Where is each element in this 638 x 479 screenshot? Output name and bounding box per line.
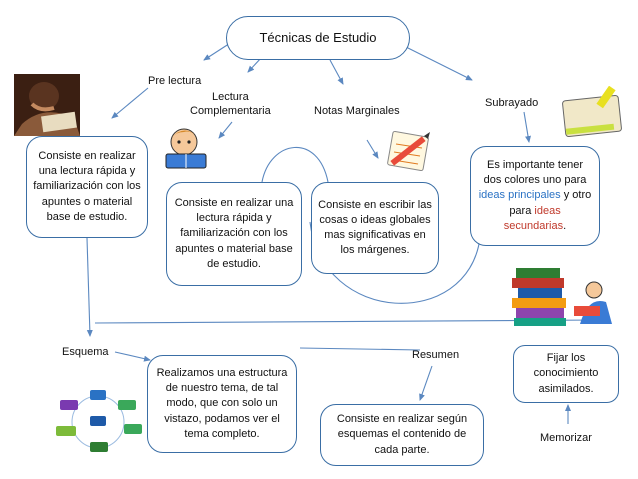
pre-lectura-desc: Consiste en realizar una lectura rápida …	[33, 150, 141, 223]
box-pre-lectura: Consiste en realizar una lectura rápida …	[26, 136, 148, 238]
box-memorizar: Fijar los conocimiento asimilados.	[513, 345, 619, 403]
arrow-subrayado-to-box	[523, 111, 531, 143]
highlight-ideas-principales: ideas principales	[478, 189, 561, 202]
curve-lectura-notas	[261, 146, 329, 183]
box-resumen: Consiste en realizar según esquemas el c…	[320, 404, 484, 466]
pencil-notepad-icon	[387, 130, 430, 172]
lectura-desc: Consiste en realizar una lectura rápida …	[174, 197, 294, 270]
line-top-to-resumen	[299, 347, 421, 351]
resumen-desc: Consiste en realizar según esquemas el c…	[336, 413, 468, 456]
title-box: Técnicas de Estudio	[226, 16, 410, 60]
subrayado-desc: Es importante tener dos colores uno para…	[478, 159, 592, 232]
label-notas-marginales: Notas Marginales	[314, 105, 400, 117]
label-lectura-line2: Complementaria	[190, 105, 271, 118]
notas-desc: Consiste en escribir las cosas o ideas g…	[318, 198, 432, 257]
label-esquema: Esquema	[62, 346, 109, 358]
page-title: Técnicas de Estudio	[259, 30, 377, 46]
arrow-lectura-to-box	[218, 121, 233, 139]
arrow-notas-to-box	[366, 139, 379, 159]
box-notas-marginales: Consiste en escribir las cosas o ideas g…	[311, 182, 439, 274]
label-memorizar: Memorizar	[540, 432, 592, 444]
tecnicas-de-estudio-book-icon	[562, 86, 622, 138]
esquema-desc: Realizamos una estructura de nuestro tem…	[156, 367, 288, 440]
box-subrayado: Es importante tener dos colores uno para…	[470, 146, 600, 246]
label-subrayado: Subrayado	[485, 97, 539, 109]
box-esquema: Realizamos una estructura de nuestro tem…	[147, 355, 297, 453]
line-box1-to-esquema	[86, 237, 93, 337]
arrow-pre-lectura-to-box	[111, 87, 149, 119]
arrow-esquema-to-box	[114, 351, 151, 362]
memorizar-desc: Fijar los conocimiento asimilados.	[533, 352, 599, 395]
student-reading-icon	[14, 74, 80, 136]
mind-map-icon	[56, 390, 142, 452]
arrow-to-subrayado	[399, 43, 473, 81]
box-lectura-complementaria: Consiste en realizar una lectura rápida …	[166, 182, 302, 286]
cartoon-reader-icon	[165, 128, 207, 169]
book-stack-icon	[512, 268, 612, 326]
label-resumen: Resumen	[412, 349, 460, 361]
label-lectura-complementaria: Lectura Complementaria	[190, 90, 271, 119]
highlight-ideas-secundarias: ideas secundarias	[503, 204, 564, 232]
label-pre-lectura: Pre lectura	[148, 75, 202, 87]
arrow-to-notas	[329, 59, 344, 85]
arrow-resumen-to-box	[419, 365, 433, 401]
label-lectura-line1: Lectura	[212, 91, 249, 103]
